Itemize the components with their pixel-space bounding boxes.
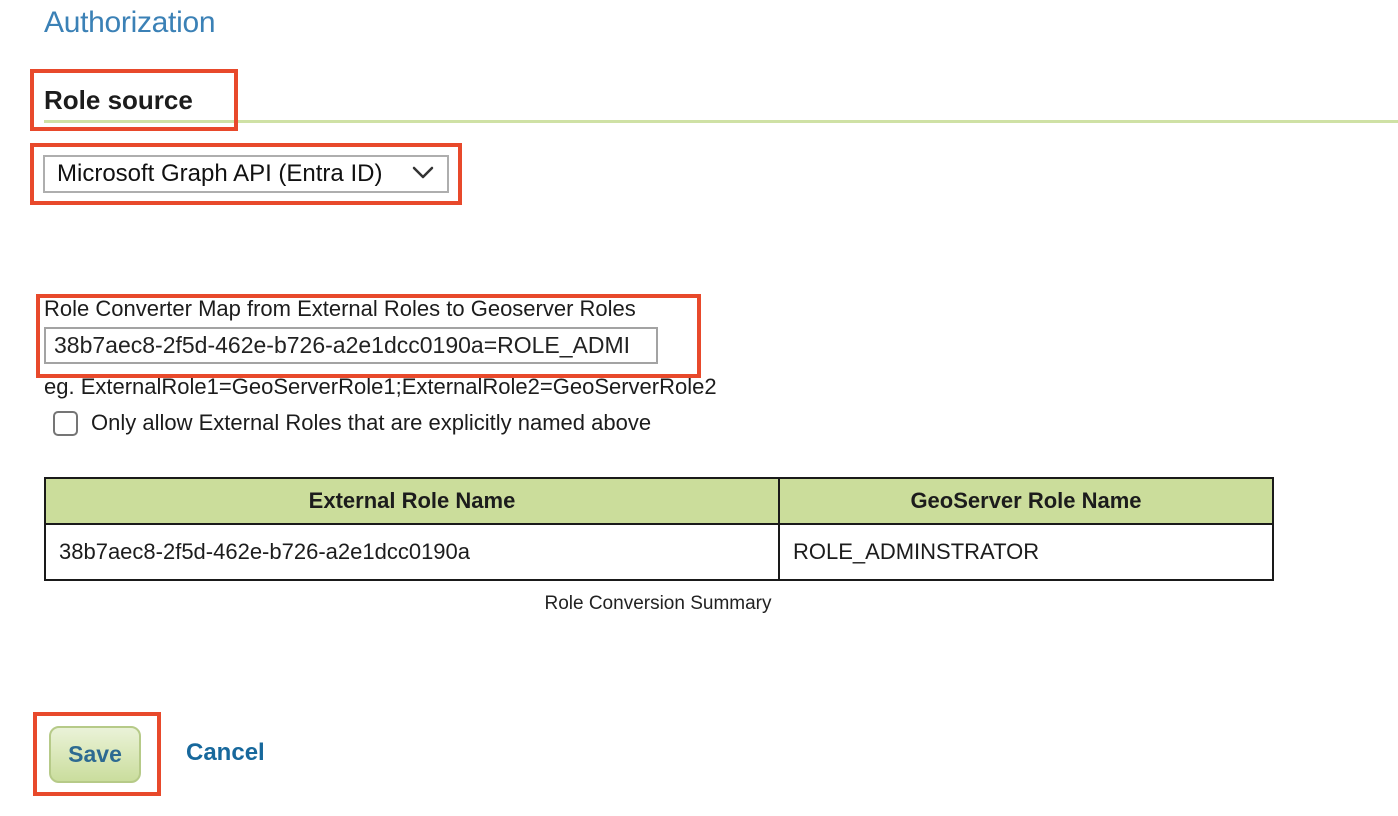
converter-map-input[interactable] [44,327,658,364]
explicit-roles-checkbox-label: Only allow External Roles that are expli… [91,410,652,435]
save-button[interactable]: Save [49,726,141,783]
explicit-roles-checkbox-row: Only allow External Roles that are expli… [53,410,651,436]
column-header-geoserver-role: GeoServer Role Name [778,477,1274,525]
table-cell-geoserver-role: ROLE_ADMINSTRATOR [778,523,1274,581]
table-cell-external-role: 38b7aec8-2f5d-462e-b726-a2e1dcc0190a [44,523,780,581]
converter-map-hint: eg. ExternalRole1=GeoServerRole1;Externa… [44,374,717,399]
converter-map-label: Role Converter Map from External Roles t… [44,296,636,321]
section-heading-role-source: Role source [44,85,193,115]
role-source-select[interactable]: Microsoft Graph API (Entra ID) [43,155,449,193]
explicit-roles-checkbox[interactable] [53,410,78,436]
column-header-external-role: External Role Name [44,477,780,525]
chevron-down-icon [411,160,435,188]
cancel-link[interactable]: Cancel [186,739,265,766]
table-row: 38b7aec8-2f5d-462e-b726-a2e1dcc0190a ROL… [44,523,1274,581]
page-title: Authorization [44,6,216,39]
table-header-row: External Role Name GeoServer Role Name [44,477,1274,525]
table-caption: Role Conversion Summary [544,593,772,614]
role-source-selected-option: Microsoft Graph API (Entra ID) [57,160,383,187]
role-conversion-table: External Role Name GeoServer Role Name 3… [44,477,1274,581]
section-divider [44,120,1398,123]
